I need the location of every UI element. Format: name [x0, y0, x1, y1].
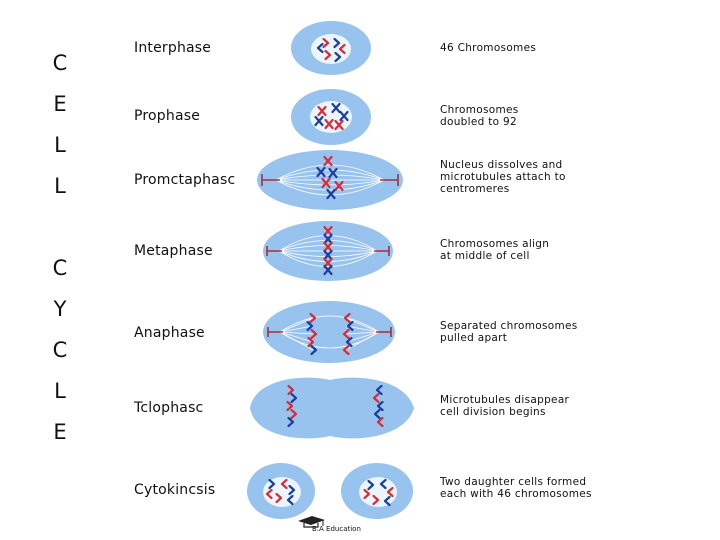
- cell-prometaphase: [257, 150, 403, 210]
- cell-telophase: [250, 378, 414, 439]
- cell-prophase: [291, 89, 371, 145]
- cell-metaphase: [263, 221, 393, 281]
- nucleus: [359, 477, 397, 507]
- cell-body: [250, 378, 414, 439]
- cell-anaphase: [263, 301, 395, 363]
- credit-text: B.A Education: [312, 525, 361, 533]
- nucleus: [311, 34, 351, 64]
- cell-interphase: [291, 21, 371, 75]
- cell-cytokinesis: [247, 463, 413, 519]
